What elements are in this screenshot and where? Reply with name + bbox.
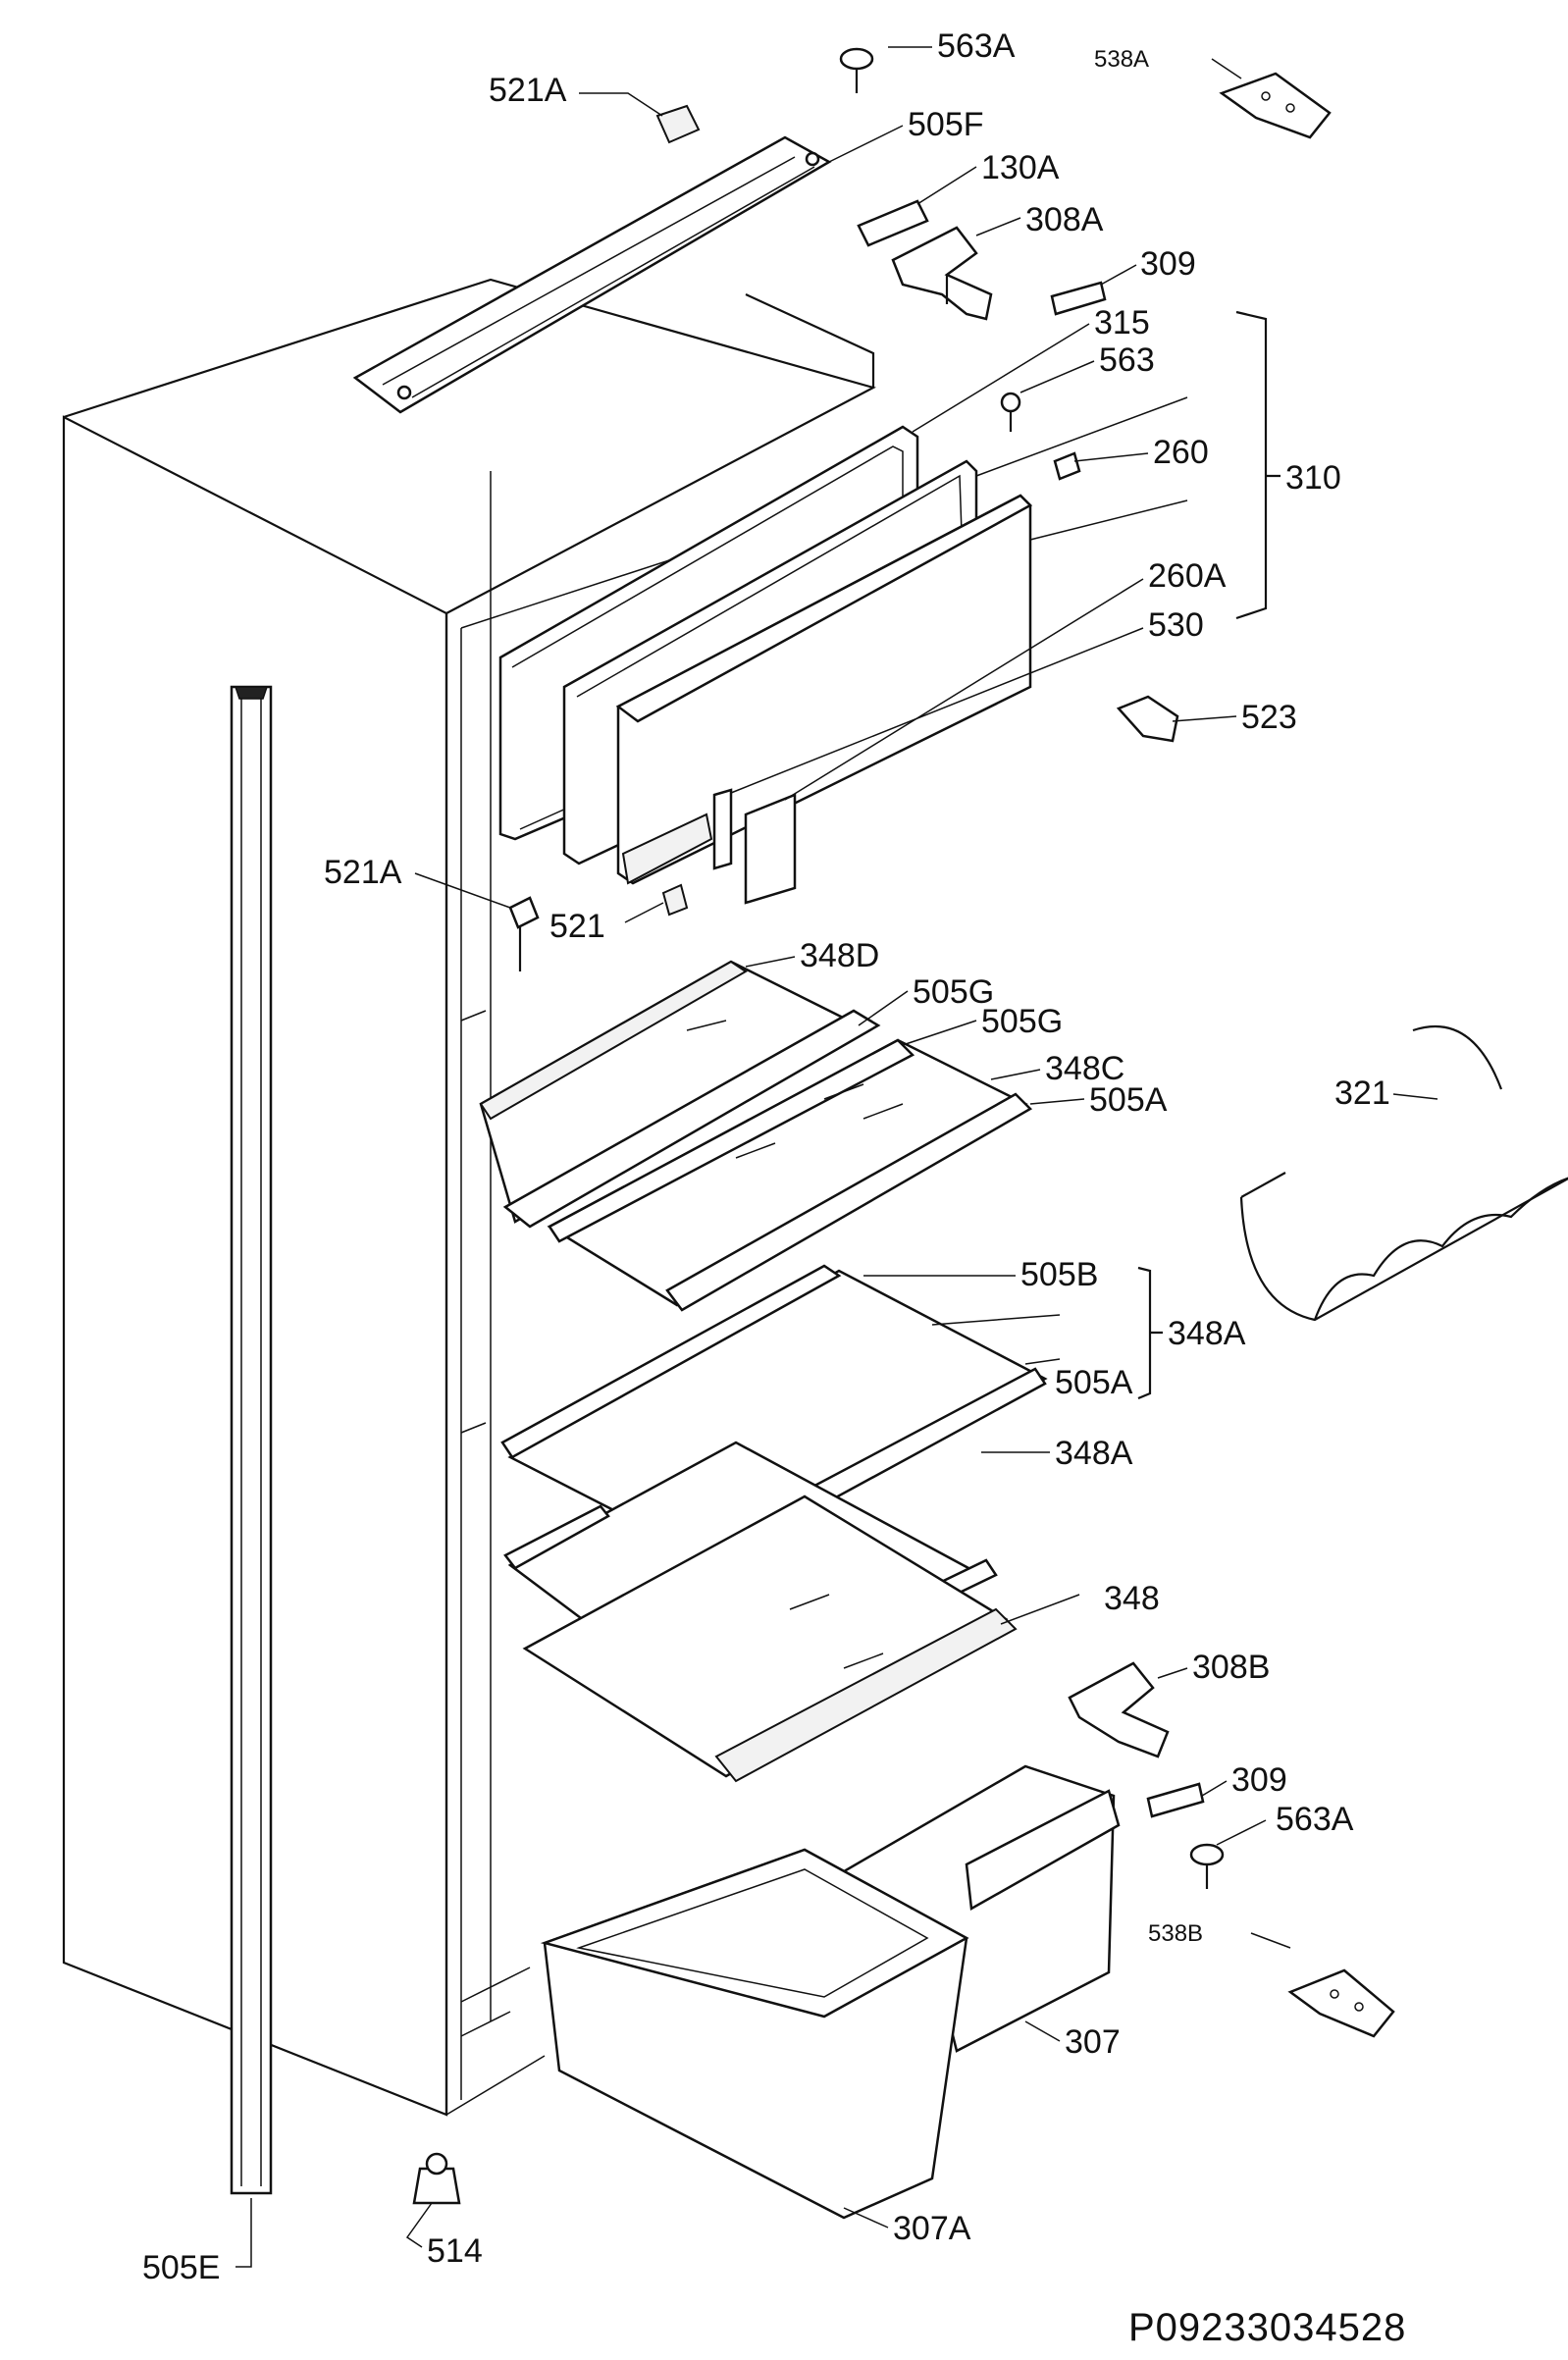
foot-514 — [412, 2152, 461, 2205]
label-309-bottom: 309 — [1231, 1761, 1287, 1799]
lower-glass-shelves — [500, 1264, 1048, 1783]
freezer-compartment-group — [498, 425, 1033, 917]
label-523: 523 — [1241, 699, 1297, 736]
label-260: 260 — [1153, 434, 1209, 471]
label-538A: 538A — [1094, 46, 1149, 73]
bottle-rack-321 — [1239, 1025, 1568, 1322]
label-505G-2: 505G — [981, 1003, 1063, 1040]
label-348C: 348C — [1045, 1050, 1124, 1087]
label-308B: 308B — [1192, 1649, 1270, 1686]
label-307A: 307A — [893, 2210, 971, 2247]
label-348: 348 — [1104, 1580, 1160, 1617]
label-505B: 505B — [1020, 1256, 1098, 1293]
label-348A-2: 348A — [1055, 1435, 1133, 1472]
bracket-348A-group — [1137, 1266, 1163, 1400]
label-505E: 505E — [142, 2249, 220, 2286]
cap-521A-top — [655, 104, 701, 144]
bracket-308A — [891, 226, 993, 321]
label-563A-bottom: 563A — [1276, 1801, 1354, 1838]
bracket-308B — [1068, 1661, 1170, 1758]
lamp-holder-523 — [1116, 695, 1179, 743]
bracket-310 — [1235, 310, 1281, 620]
label-521A-mid: 521A — [324, 854, 402, 891]
label-348A-group: 348A — [1168, 1315, 1246, 1352]
label-348D: 348D — [800, 937, 879, 974]
diagram-code: P09233034528 — [1128, 2306, 1406, 2349]
label-321: 321 — [1334, 1075, 1390, 1112]
label-130A: 130A — [981, 149, 1060, 186]
crisper-drawers — [540, 1764, 1121, 2220]
label-309-top: 309 — [1140, 245, 1196, 283]
label-521: 521 — [549, 908, 605, 945]
label-315: 315 — [1094, 304, 1150, 341]
leader-lines — [235, 46, 1438, 2268]
top-rail-505F — [352, 135, 832, 414]
pad-309-bottom — [1146, 1782, 1205, 1818]
label-538B: 538B — [1148, 1920, 1203, 1947]
part-labels: 563A 538A 521A 505F 130A 308A 309 315 56… — [142, 27, 1406, 2349]
plate-130A — [857, 199, 929, 247]
label-505A-1: 505A — [1089, 1081, 1168, 1119]
screw-563A-bottom — [1189, 1843, 1225, 1889]
label-505F: 505F — [908, 106, 984, 143]
cap-521A-mid — [508, 896, 540, 971]
label-530: 530 — [1148, 606, 1204, 644]
label-521A-top: 521A — [489, 72, 567, 109]
label-563: 563 — [1099, 341, 1155, 379]
pad-309-top — [1050, 281, 1107, 316]
label-308A: 308A — [1025, 201, 1104, 238]
upper-glass-shelves — [479, 960, 1033, 1312]
label-307: 307 — [1065, 2023, 1121, 2061]
label-514: 514 — [427, 2232, 483, 2270]
label-505G-1: 505G — [913, 973, 994, 1011]
label-563A-top: 563A — [937, 27, 1016, 65]
label-260A: 260A — [1148, 557, 1227, 595]
door-seal-strip-505E — [230, 685, 273, 2195]
clip-260 — [1053, 451, 1081, 481]
screw-563A-top — [839, 47, 874, 93]
screw-563 — [1000, 392, 1021, 432]
label-505A-2: 505A — [1055, 1364, 1133, 1401]
hinge-538A — [1219, 72, 1332, 139]
label-310: 310 — [1285, 459, 1341, 497]
hinge-538B — [1287, 1968, 1395, 2038]
